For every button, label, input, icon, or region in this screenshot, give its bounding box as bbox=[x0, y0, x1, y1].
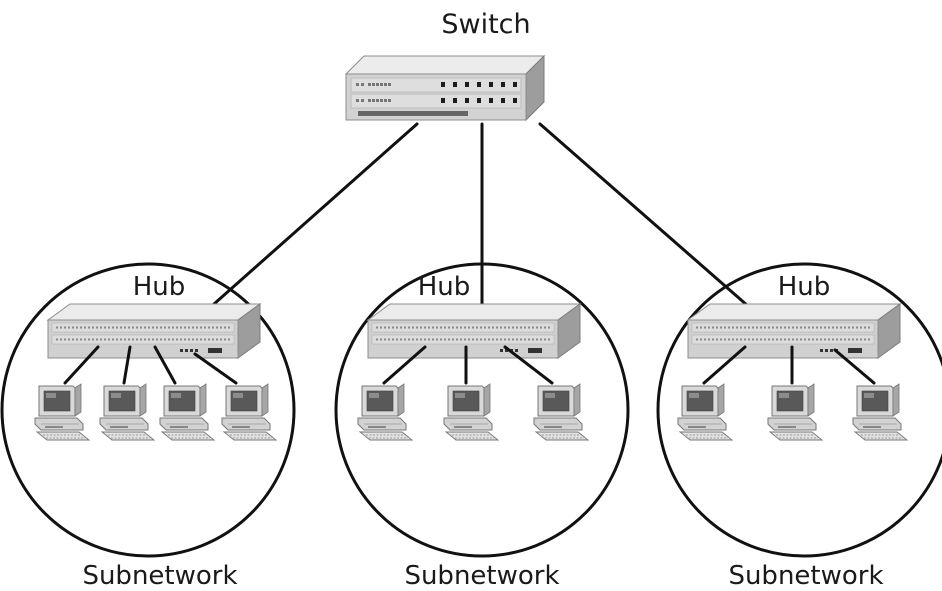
desktop-computer-icon bbox=[357, 383, 413, 441]
desktop-computer-icon bbox=[767, 383, 823, 441]
subnetwork-caption: Subnetwork bbox=[82, 561, 237, 591]
subnetwork-caption: Subnetwork bbox=[404, 561, 559, 591]
switch-node: Switch bbox=[345, 9, 545, 121]
subnetwork-boundary bbox=[656, 262, 942, 558]
network-hub-icon bbox=[687, 303, 901, 359]
desktop-computer-icon bbox=[34, 383, 90, 441]
desktop-computer-icon bbox=[99, 383, 155, 441]
desktop-computer-icon bbox=[159, 383, 215, 441]
subnetwork-boundary bbox=[334, 262, 630, 558]
subnetwork-1: Hub Subnetwork bbox=[0, 262, 296, 591]
link-switch-to-hub-1 bbox=[212, 122, 419, 306]
hub-label: Hub bbox=[418, 272, 471, 302]
hub-to-computer-links bbox=[382, 345, 554, 385]
subnetwork-boundary bbox=[0, 262, 296, 558]
desktop-computer-icon bbox=[852, 383, 908, 441]
hub-label: Hub bbox=[133, 272, 186, 302]
desktop-computer-icon bbox=[533, 383, 589, 441]
subnetwork-3: Hub Subnetwork bbox=[656, 262, 942, 591]
link-switch-to-hub-3 bbox=[538, 122, 750, 308]
subnetwork-2: Hub Subnetwork bbox=[334, 262, 630, 591]
desktop-computer-icon bbox=[443, 383, 499, 441]
network-hub-icon bbox=[47, 303, 261, 359]
network-switch-icon bbox=[345, 55, 545, 121]
switch-label: Switch bbox=[441, 9, 530, 40]
subnetwork-caption: Subnetwork bbox=[728, 561, 883, 591]
desktop-computer-icon bbox=[677, 383, 733, 441]
hub-label: Hub bbox=[778, 272, 831, 302]
network-hub-icon bbox=[367, 303, 581, 359]
desktop-computer-icon bbox=[221, 383, 277, 441]
hub-to-computer-links bbox=[63, 345, 238, 385]
hub-to-computer-links bbox=[702, 345, 876, 385]
switch-links bbox=[212, 122, 750, 308]
